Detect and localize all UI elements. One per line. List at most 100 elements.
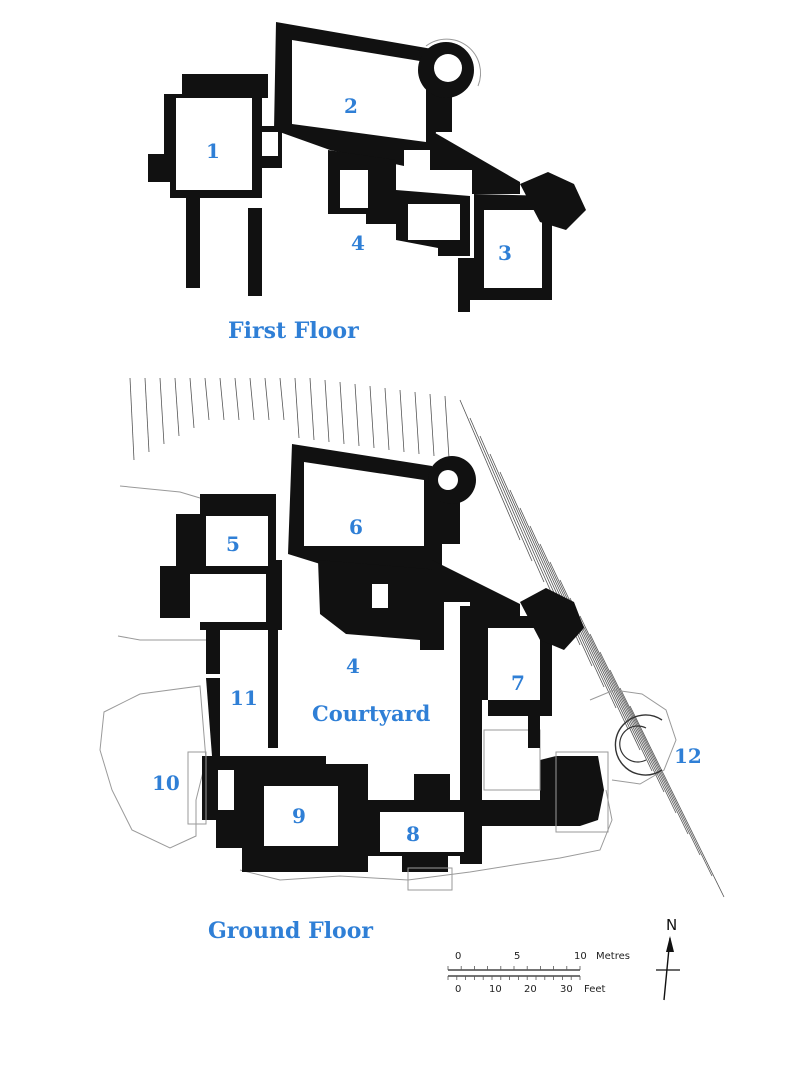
room-1-interior bbox=[176, 98, 252, 190]
room-label-12: 12 bbox=[674, 744, 702, 768]
north-arrow bbox=[656, 936, 680, 1001]
room-11-north-wall bbox=[206, 630, 220, 674]
north-slope-hatching bbox=[129, 377, 450, 461]
slope-hatch-line bbox=[589, 633, 677, 814]
slope-hatch-line bbox=[249, 377, 255, 421]
room-label-11: 11 bbox=[230, 686, 258, 710]
room-label-10: 10 bbox=[152, 771, 180, 795]
slope-hatch-line bbox=[429, 393, 435, 457]
scale-feet-label: Feet bbox=[584, 984, 606, 995]
slope-hatch-line bbox=[569, 597, 653, 772]
first-floor-east-range bbox=[430, 130, 520, 194]
slope-hatch-line bbox=[629, 705, 725, 898]
courtyard-east-wall bbox=[460, 606, 482, 864]
room-4-interior bbox=[340, 170, 368, 208]
slope-hatch-line bbox=[174, 377, 180, 437]
slope-hatch-line bbox=[309, 377, 315, 441]
scale-metres-tick-10: 10 bbox=[574, 951, 587, 962]
scale-feet-tick-30: 30 bbox=[560, 984, 573, 995]
room-label-5: 5 bbox=[226, 532, 240, 556]
room-2-interior bbox=[292, 40, 426, 142]
slope-hatch-line bbox=[579, 615, 665, 793]
slope-hatch-line bbox=[369, 385, 375, 449]
room-label-2: 2 bbox=[344, 94, 358, 118]
scale-feet-ticks bbox=[447, 976, 581, 980]
slope-hatch-line bbox=[219, 377, 225, 421]
room-11-east-wall bbox=[268, 628, 278, 748]
slope-hatch-line bbox=[234, 377, 240, 421]
slope-hatch-line bbox=[619, 687, 713, 877]
scale-metres-ticks bbox=[447, 966, 581, 970]
room-3-interior bbox=[484, 210, 542, 288]
first-floor-plan bbox=[148, 22, 586, 312]
rock-outline-wall-west bbox=[117, 635, 206, 641]
slope-hatch-line bbox=[144, 377, 150, 453]
scale-feet-tick-20: 20 bbox=[524, 984, 537, 995]
stair-turret-outline bbox=[425, 38, 482, 87]
se-complex-pier bbox=[528, 714, 540, 748]
scale-metres-tick-0: 0 bbox=[455, 951, 462, 962]
room-8-interior bbox=[380, 812, 464, 852]
first-floor-link-passage bbox=[262, 132, 278, 156]
room-12-arc bbox=[614, 714, 663, 776]
central-stair bbox=[372, 584, 388, 608]
slope-hatch-line bbox=[469, 417, 533, 562]
room-label-9: 9 bbox=[292, 804, 306, 828]
room-label-3: 3 bbox=[498, 241, 512, 265]
slope-hatch-line bbox=[479, 435, 545, 583]
se-complex-outline bbox=[555, 751, 609, 833]
room-5-lower-interior bbox=[190, 574, 266, 622]
slope-hatch-line bbox=[324, 379, 330, 443]
slope-hatch-line bbox=[204, 377, 210, 421]
scale-feet-tick-10: 10 bbox=[489, 984, 502, 995]
rock-outline-south bbox=[239, 789, 613, 881]
rock-outline-west bbox=[99, 685, 207, 849]
scale-metres-label: Metres bbox=[596, 951, 630, 962]
ground-floor-plan bbox=[99, 377, 725, 898]
scale-metres-tick-5: 5 bbox=[514, 951, 521, 962]
slope-hatch-line bbox=[444, 395, 450, 459]
slope-hatch-line bbox=[599, 651, 689, 835]
slope-hatch-line bbox=[399, 389, 405, 453]
ground-floor-title: Ground Floor bbox=[208, 918, 373, 944]
scale-bar bbox=[447, 966, 581, 980]
first-floor-title: First Floor bbox=[228, 318, 359, 344]
slope-hatch-line bbox=[279, 377, 285, 421]
slope-hatch-line bbox=[264, 377, 270, 421]
scale-feet-tick-0: 0 bbox=[455, 984, 462, 995]
room-11-west-wall bbox=[206, 678, 220, 756]
slope-hatch-line bbox=[129, 377, 135, 461]
slope-hatch-line bbox=[294, 377, 300, 439]
slope-hatch-line bbox=[519, 507, 593, 667]
stair-turret-interior bbox=[434, 54, 462, 82]
first-floor-se-turret bbox=[520, 172, 586, 230]
room-label-8: 8 bbox=[406, 822, 420, 846]
north-label: N bbox=[666, 916, 678, 934]
room-10-interior bbox=[218, 770, 234, 810]
room-label-4-first: 4 bbox=[351, 231, 365, 255]
room-label-1: 1 bbox=[206, 139, 220, 163]
first-floor-south-wall-b bbox=[248, 208, 262, 296]
courtyard-label: Courtyard bbox=[312, 701, 431, 726]
slope-hatch-line bbox=[459, 399, 521, 541]
room-5-interior bbox=[206, 516, 268, 566]
slope-hatch-line bbox=[414, 391, 420, 455]
slope-hatch-line bbox=[159, 377, 165, 445]
room-label-7: 7 bbox=[511, 671, 525, 695]
slope-hatch-line bbox=[609, 669, 701, 856]
room-label-4-ground: 4 bbox=[346, 654, 360, 678]
ne-turret-interior bbox=[438, 470, 458, 490]
room-8-south-outline bbox=[407, 867, 453, 891]
ground-floor-se-complex bbox=[482, 756, 604, 826]
room-9-interior bbox=[264, 786, 338, 846]
room-8-dark-block bbox=[414, 774, 450, 808]
middle-block-interior bbox=[408, 204, 460, 240]
slope-hatch-line bbox=[549, 561, 629, 730]
slope-hatch-line bbox=[339, 381, 345, 445]
rock-outline-nw bbox=[119, 485, 201, 499]
room-12-inner-arc bbox=[619, 725, 647, 763]
first-floor-south-wall-a bbox=[186, 198, 200, 288]
slope-hatch-line bbox=[354, 383, 360, 447]
slope-hatch-line bbox=[384, 387, 390, 451]
